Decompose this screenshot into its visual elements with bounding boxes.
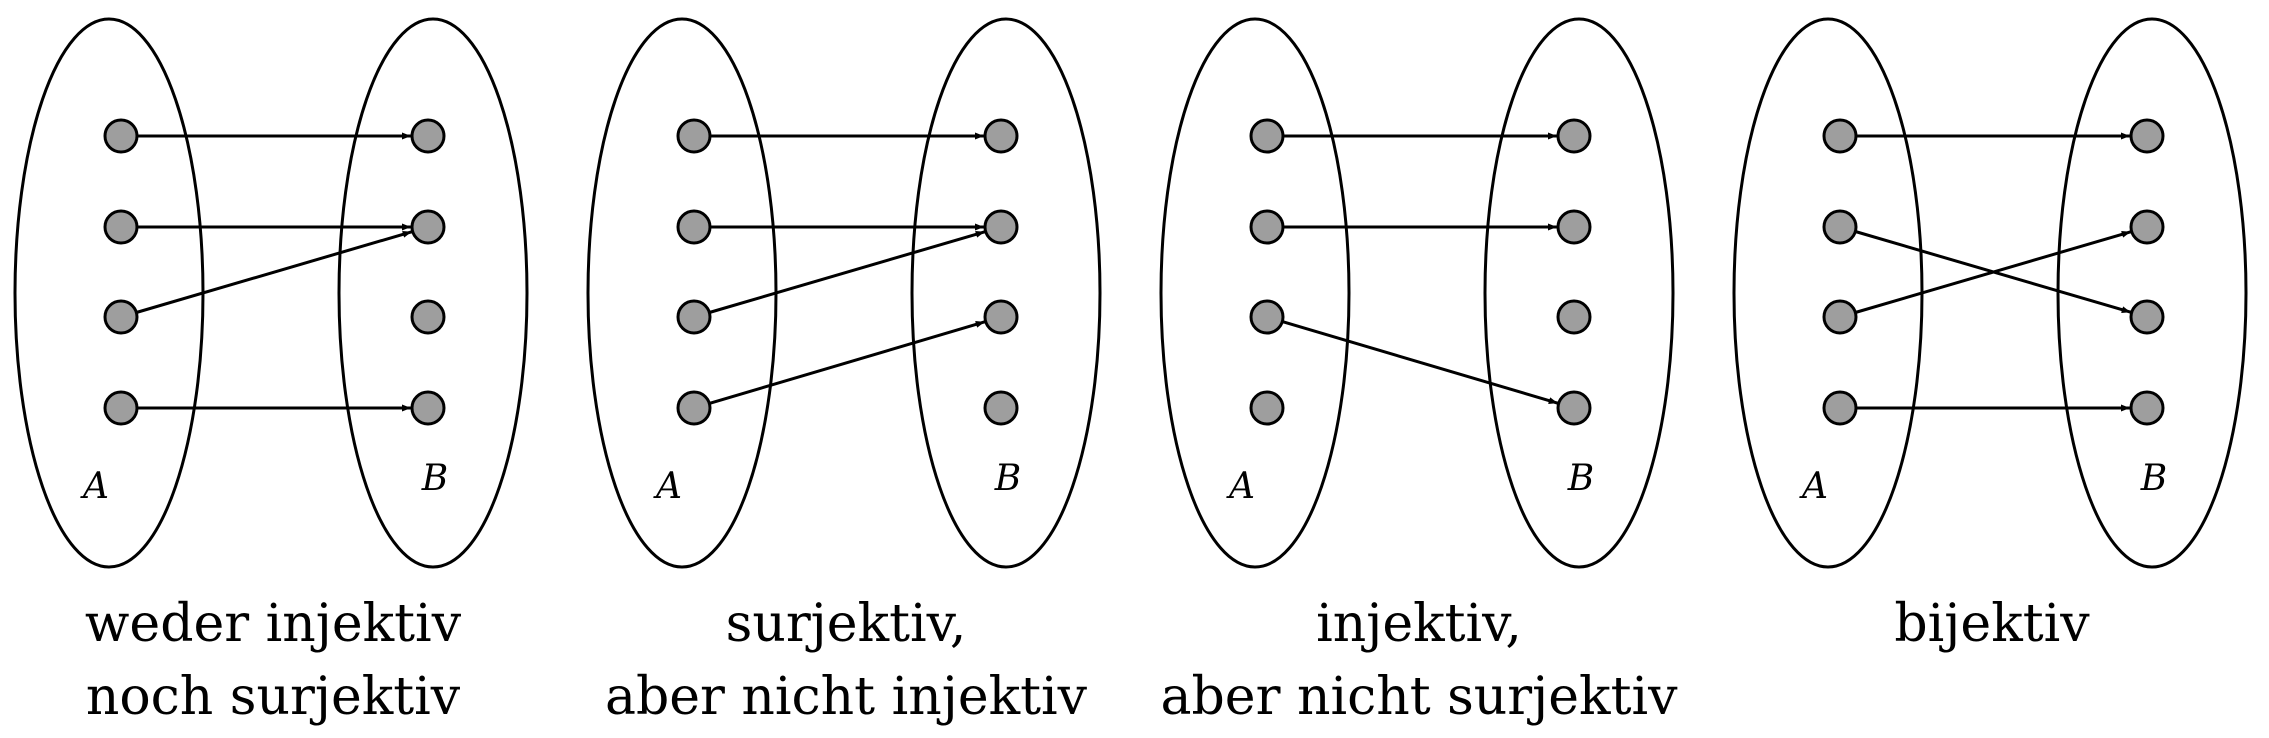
set-a-element [1249,209,1285,245]
set-a-element [1822,118,1858,154]
set-b-element [1556,390,1592,426]
set-b-ellipse [2056,17,2248,569]
caption-line: bijektiv [1894,594,2090,654]
set-b-element [983,209,1019,245]
set-a-element [676,118,712,154]
set-b-element [983,299,1019,335]
set-b-element [410,118,446,154]
mapping-arrow [1281,320,1559,405]
set-a-element [1822,299,1858,335]
set-b-label: B [421,458,448,499]
set-b-label: B [1567,458,1594,499]
set-a-ellipse [1732,17,1924,569]
caption-line: noch surjektiv [86,667,461,727]
caption-line: injektiv, [1316,594,1522,654]
set-b-label: B [2140,458,2167,499]
set-a-label: A [1226,466,1255,507]
set-a-label: A [80,466,109,507]
set-a-element [1249,390,1285,426]
set-b-element [410,299,446,335]
set-a-element [676,209,712,245]
set-a-element [676,390,712,426]
caption-line: aber nicht surjektiv [1161,667,1679,727]
set-b-element [2129,390,2165,426]
mapping-arrow [708,320,986,405]
set-b-element [1556,299,1592,335]
set-a-element [1249,299,1285,335]
set-a-element [1822,209,1858,245]
set-b-element [2129,209,2165,245]
set-a-element [103,118,139,154]
set-a-element [103,390,139,426]
set-a-element [103,209,139,245]
caption-line: surjektiv, [726,594,967,654]
set-b-element [1556,118,1592,154]
set-b-element [983,390,1019,426]
set-a-element [676,299,712,335]
set-b-element [2129,299,2165,335]
set-a-ellipse [586,17,778,569]
set-a-label: A [1799,466,1828,507]
set-b-element [2129,118,2165,154]
set-b-element [410,209,446,245]
set-b-element [1556,209,1592,245]
set-b-element [410,390,446,426]
set-a-ellipse [1159,17,1351,569]
set-b-ellipse [910,17,1102,569]
set-b-element [983,118,1019,154]
mapping-arrow [1854,230,2132,314]
set-b-ellipse [337,17,529,569]
set-a-element [103,299,139,335]
caption-line: aber nicht injektiv [605,667,1088,727]
caption-line: weder injektiv [85,594,462,654]
set-b-label: B [994,458,1021,499]
set-b-ellipse [1483,17,1675,569]
set-a-label: A [653,466,682,507]
mapping-arrow [708,230,986,314]
set-a-element [1249,118,1285,154]
set-a-ellipse [13,17,205,569]
set-a-element [1822,390,1858,426]
mapping-arrow [135,230,413,314]
